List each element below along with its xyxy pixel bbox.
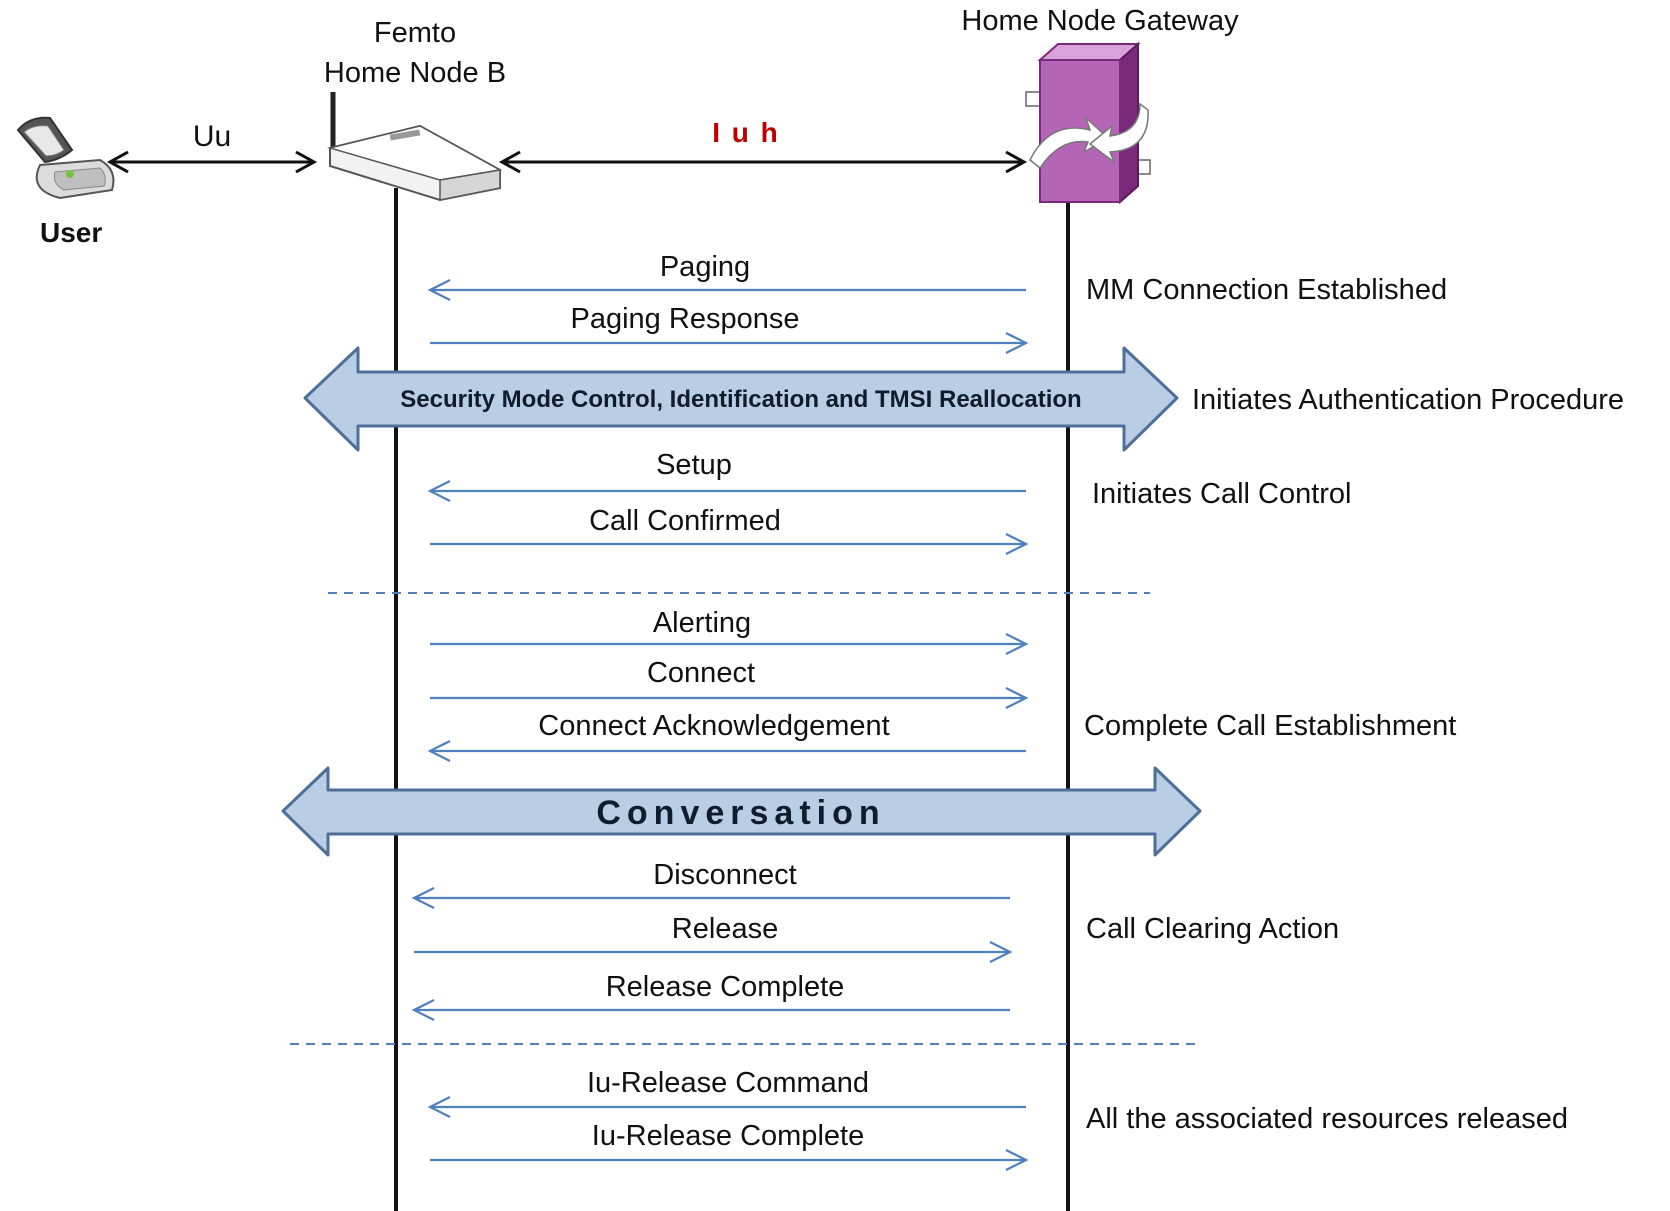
femto-label-line1: Femto	[374, 17, 456, 49]
message-release: Release	[414, 913, 1013, 963]
message-label: Release Complete	[606, 971, 845, 1003]
message-iu-release-complete: Iu-Release Complete	[430, 1120, 1029, 1171]
message-disconnect: Disconnect	[411, 859, 1010, 909]
note-resources-released: All the associated resources released	[1086, 1103, 1568, 1135]
message-alerting: Alerting	[430, 607, 1029, 655]
uu-label: Uu	[193, 120, 231, 153]
message-label: Setup	[656, 449, 732, 481]
message-paging: Paging	[427, 251, 1026, 301]
gateway-label: Home Node Gateway	[961, 5, 1239, 37]
message-iu-release-command: Iu-Release Command	[427, 1067, 1026, 1118]
message-setup: Setup	[427, 449, 1026, 502]
message-label: Disconnect	[653, 859, 796, 891]
message-label: Connect	[647, 657, 755, 689]
note-mm-connection: MM Connection Established	[1086, 274, 1447, 306]
message-label: Connect Acknowledgement	[538, 710, 889, 742]
message-release-complete: Release Complete	[411, 971, 1010, 1021]
message-paging-response: Paging Response	[430, 303, 1029, 354]
note-call-control: Initiates Call Control	[1092, 478, 1352, 510]
message-label: Paging	[660, 251, 750, 283]
message-label: Alerting	[653, 607, 751, 639]
message-label: Iu-Release Command	[587, 1067, 869, 1099]
message-call-confirmed: Call Confirmed	[430, 505, 1029, 555]
message-label: Iu-Release Complete	[592, 1120, 864, 1152]
iuh-label: I u h	[712, 117, 780, 148]
femto-router-icon	[327, 92, 503, 202]
message-connect-acknowledgement: Connect Acknowledgement	[427, 710, 1026, 762]
gateway-icon	[1025, 41, 1151, 205]
note-authentication: Initiates Authentication Procedure	[1192, 384, 1624, 416]
security-band: Security Mode Control, Identification an…	[303, 346, 1179, 452]
security-band-label: Security Mode Control, Identification an…	[400, 386, 1081, 413]
message-label: Call Confirmed	[589, 505, 781, 537]
message-label: Paging Response	[571, 303, 800, 335]
note-complete-call: Complete Call Establishment	[1084, 710, 1456, 742]
user-label: User	[40, 217, 102, 248]
iuh-interface-arrow	[498, 150, 1028, 174]
femto-label-line2: Home Node B	[324, 57, 506, 89]
mobile-phone-icon	[16, 116, 115, 200]
message-connect: Connect	[430, 657, 1029, 709]
message-label: Release	[672, 913, 778, 945]
note-call-clearing: Call Clearing Action	[1086, 913, 1339, 945]
conversation-band: Conversation	[281, 766, 1202, 857]
conversation-band-label: Conversation	[596, 794, 885, 832]
uu-interface-arrow	[106, 150, 318, 174]
